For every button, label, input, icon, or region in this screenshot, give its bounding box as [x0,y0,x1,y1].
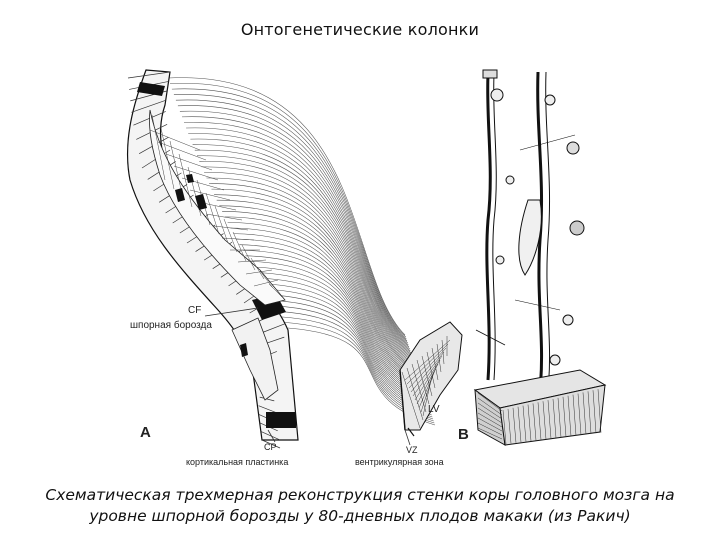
label-cp: CP [264,442,277,452]
figure-caption: Схематическая трехмерная реконструкция с… [40,485,680,527]
label-vz-ru: вентрикулярная зона [355,457,444,467]
intermediate-zone-lattice [149,109,286,401]
caption-line-1: Схематическая трехмерная реконструкция с… [45,486,675,504]
slide-title: Онтогенетические колонки [240,20,480,39]
ventricular-zone-block [399,321,463,437]
label-cf-ru: шпорная борозда [130,320,212,331]
label-leaders [204,307,411,446]
radial-fibers [167,77,436,426]
panel-b-radial-glia [475,69,585,391]
label-cf: CF [188,305,202,316]
migrating-neurons [175,174,248,357]
label-lv: LV [428,404,440,415]
label-cp-ru: кортикальная пластинка [186,457,289,467]
panel-b-tissue-block [473,369,607,446]
panel-label-b: B [458,426,469,443]
panel-label-a: A [140,424,151,441]
caption-line-2: уровне шпорной борозды у 80-дневных плод… [89,507,631,525]
label-vz: VZ [406,445,418,455]
